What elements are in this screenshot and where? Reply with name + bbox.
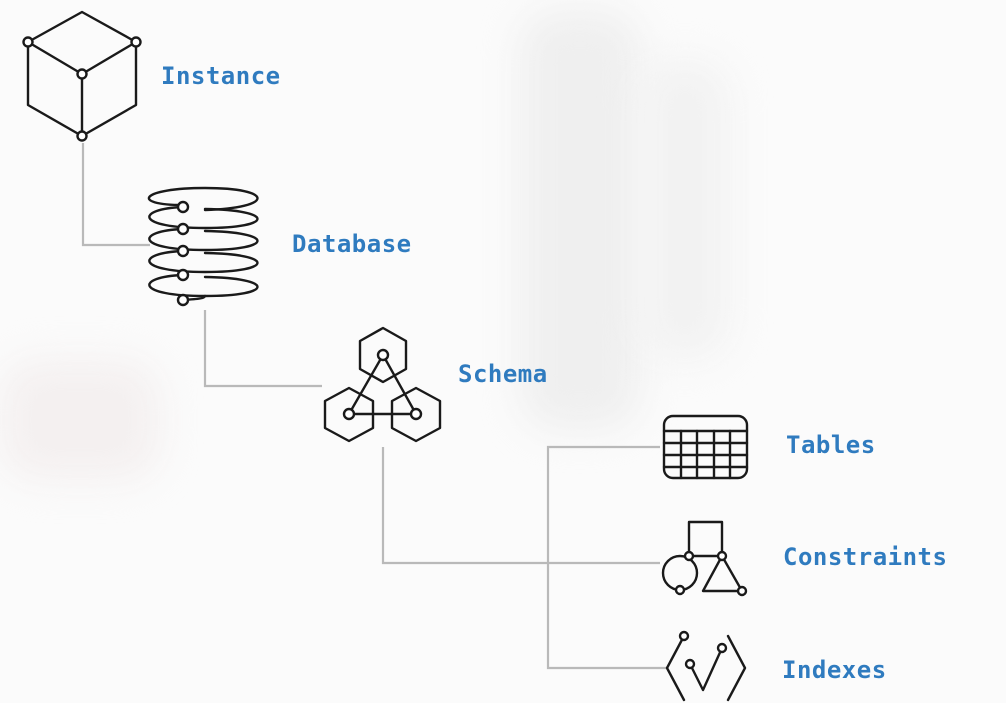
connector-instance-database xyxy=(81,143,150,247)
label-tables: Tables xyxy=(786,431,876,459)
database-coil-icon xyxy=(147,186,259,307)
connectors xyxy=(81,143,668,670)
cube-icon xyxy=(22,10,142,142)
background-shape xyxy=(520,10,640,430)
background-shape xyxy=(0,360,160,480)
schema-hexagons-icon xyxy=(323,326,442,443)
label-instance: Instance xyxy=(161,62,281,90)
index-checkmark-icon xyxy=(665,630,747,702)
connector-tables xyxy=(546,445,668,670)
label-indexes: Indexes xyxy=(782,656,887,684)
background-shape xyxy=(640,60,730,360)
label-constraints: Constraints xyxy=(783,543,948,571)
label-database: Database xyxy=(292,230,412,258)
constraint-shapes-icon xyxy=(661,520,748,597)
connector-database-schema xyxy=(203,310,322,388)
table-grid-icon xyxy=(662,414,749,480)
connector-schema-constraints xyxy=(381,447,660,565)
label-schema: Schema xyxy=(458,360,548,388)
